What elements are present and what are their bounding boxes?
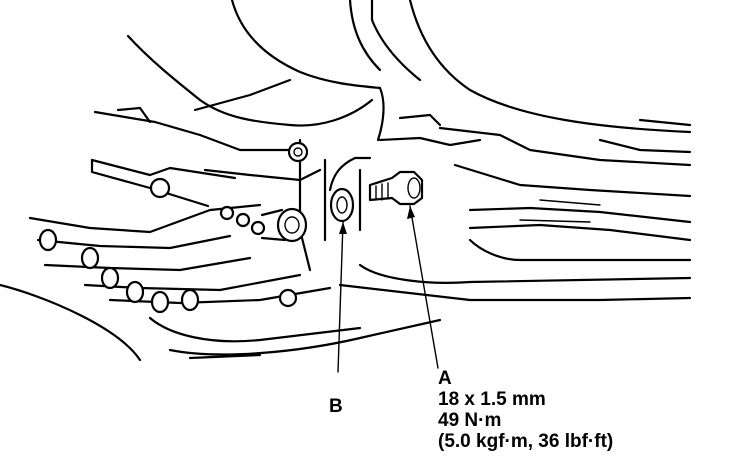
case-bolts bbox=[149, 141, 309, 308]
drain-bolt-a bbox=[368, 170, 424, 206]
leader-arrow-b bbox=[339, 222, 347, 234]
center-fitting bbox=[260, 207, 308, 243]
callout-a-torque-alt: (5.0 kgf·m, 36 lbf·ft) bbox=[438, 431, 614, 452]
upper-housing bbox=[126, 0, 692, 142]
callout-b-letter: B bbox=[329, 396, 343, 417]
case-ribs bbox=[38, 228, 200, 314]
leader-line-b bbox=[337, 221, 344, 373]
callout-a-torque: 49 N·m bbox=[438, 410, 502, 431]
callout-a-letter: A bbox=[438, 368, 452, 389]
leader-line-a bbox=[409, 205, 439, 369]
callout-a-size: 18 x 1.5 mm bbox=[438, 389, 546, 410]
leader-arrow-a bbox=[407, 206, 415, 219]
leader-lines bbox=[337, 205, 439, 373]
sealing-washer-b bbox=[328, 156, 372, 232]
subframe bbox=[148, 113, 692, 360]
